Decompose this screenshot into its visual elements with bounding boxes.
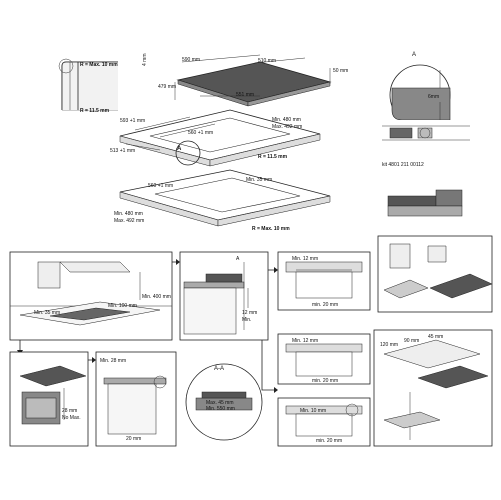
panel-mount-3: Min. 10 mm min. 20 mm — [277, 397, 371, 447]
panel-install: 120 mm 90 mm 45 mm — [373, 329, 493, 447]
hob-width-outer: 590 mm — [182, 57, 200, 63]
panel4-min20: min. 20 mm — [312, 378, 338, 384]
panel-oven: 28 mm No Max. — [9, 351, 89, 447]
panel7-20: 20 mm — [126, 436, 141, 442]
hob-dimension-view: 590 mm 510 mm 479 mm 551 mm 4 mm 50 mm — [142, 54, 348, 107]
cutout2-radius: R = Max. 10 mm — [252, 226, 290, 232]
panel-section-a: A 12 mm Min. — [179, 251, 269, 341]
hob-width-inner: 510 mm — [258, 58, 276, 64]
edge-radius-detail: R = Max. 10 mm R = 11.5 mm — [58, 58, 118, 114]
hob-height-total: 4 mm — [142, 54, 148, 67]
worktop-cutout-main: 593 +1 mm 560 +1 mm 513 +1 mm Min. 480 m… — [110, 109, 321, 167]
cutout-max: Max. 492 mm — [272, 124, 302, 130]
panel-mount-2: Min. 12 mm min. 20 mm — [277, 333, 371, 385]
edge-r-bottom: R = 11.5 mm — [80, 108, 110, 114]
panel8-v1: Max. 45 mm — [206, 400, 234, 406]
panel4-min12: Min. 12 mm — [292, 338, 318, 344]
panel6-nomax: No Max. — [62, 415, 81, 421]
panel1-min-side: Min. 100 mm — [108, 303, 137, 309]
cutout-width-inner: 560 +1 mm — [188, 130, 213, 136]
panel2-gap-min: Min. — [242, 317, 251, 323]
panel-min28: Min. 28 mm 20 mm — [95, 351, 177, 447]
hob-height-frame: 50 mm — [333, 68, 348, 74]
panel1-min-top: Min. 400 mm — [142, 294, 171, 300]
cutout-width: 593 +1 mm — [120, 118, 145, 124]
hob-depth-inner: 551 mm — [236, 92, 254, 98]
cutout-detail-marker: A — [177, 146, 182, 152]
panel-kit-top — [377, 235, 493, 313]
panel3-min20: min. 20 mm — [312, 302, 338, 308]
worktop-cutout-second: 560 +1 mm Min. 35 mm Min. 480 mm Max. 49… — [114, 169, 331, 232]
panel-clearances: Min. 400 mm Min. 100 mm Min. 35 mm — [9, 251, 173, 341]
detail-a: A 6mm kit 4801 211 00112 — [380, 52, 480, 217]
cutout2-max: Max. 492 mm — [114, 218, 144, 224]
panel-mount-1: Min. 12 mm min. 20 mm — [277, 251, 371, 311]
panel2-gap: 12 mm — [242, 310, 257, 316]
cutout2-gap: Min. 35 mm — [246, 177, 272, 183]
panel5-min10: Min. 10 mm — [300, 408, 326, 414]
cutout-radius: R = 11.5 mm — [258, 154, 288, 160]
panel8-v2: Min. 550 mm — [206, 406, 235, 412]
panel10-a: 120 mm — [380, 342, 398, 348]
panel6-28: 28 mm — [62, 408, 77, 414]
edge-r-top: R = Max. 10 mm — [80, 62, 118, 68]
panel3-min12: Min. 12 mm — [292, 256, 318, 262]
panel10-c: 45 mm — [428, 334, 443, 340]
panel5-min20: min. 20 mm — [316, 438, 342, 444]
panel2-marker: A — [236, 256, 240, 262]
cutout-min: Min. 480 mm — [272, 117, 301, 123]
panel-section-aa: A-A Max. 45 mm Min. 550 mm — [185, 363, 263, 441]
panel7-min28: Min. 28 mm — [100, 358, 126, 364]
panel10-b: 90 mm — [404, 338, 419, 344]
detail-kit-number: kit 4801 211 00112 — [382, 162, 424, 168]
detail-a-label: A — [412, 52, 416, 58]
detail-a-height: 6mm — [428, 94, 439, 100]
cutout2-width: 560 +1 mm — [148, 183, 173, 189]
panel1-min-front: Min. 35 mm — [34, 310, 60, 316]
panel8-title: A-A — [214, 366, 224, 372]
cutout2-min: Min. 480 mm — [114, 211, 143, 217]
cutout-depth: 513 +1 mm — [110, 148, 135, 154]
hob-depth-outer: 479 mm — [158, 84, 176, 90]
